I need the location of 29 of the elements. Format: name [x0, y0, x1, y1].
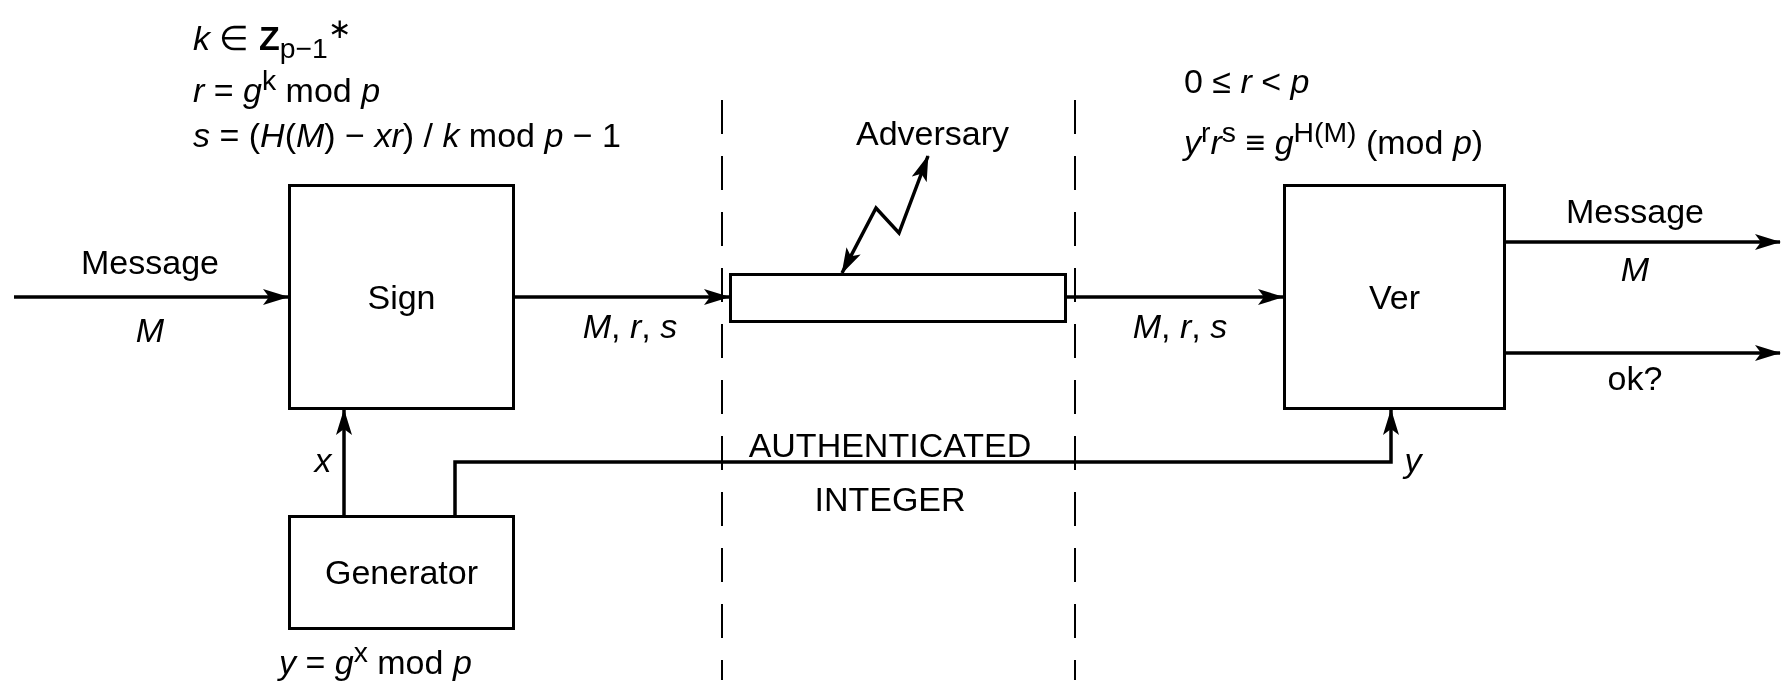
channel-bar [729, 273, 1067, 323]
formula: y = g$^{x}$ mod p [279, 636, 472, 682]
channel-note: AUTHENTICATED INTEGER [747, 425, 1033, 520]
formula: s = (H(M) − xr) / k mod p − 1 [193, 116, 621, 155]
box-label: Generator [324, 553, 479, 592]
adversary-label: Adversary [855, 113, 1010, 153]
edge-label: y [1401, 440, 1424, 480]
box-label: Ver [1368, 277, 1420, 317]
arrow [1067, 289, 1284, 305]
edge-label: Message M [1565, 191, 1705, 290]
box-label: Sign [367, 277, 436, 317]
process-box [288, 184, 515, 410]
edge-label: M, r, s [581, 306, 679, 346]
formula: y$^{r}$r$^{s}$ ≡ g$^{H(M)}$ (mod p) [1184, 116, 1484, 163]
process-box [1283, 184, 1506, 410]
edge-label: Message M [80, 242, 220, 351]
process-box [288, 515, 515, 630]
edge-label: M, r, s [1131, 306, 1229, 346]
arrow [515, 289, 730, 305]
arrow [336, 409, 352, 515]
formula: r = g$^{k}$ mod p [193, 64, 381, 111]
edge-label: ok? [1606, 358, 1664, 398]
edge-label: x [312, 440, 333, 480]
arrow [1506, 345, 1781, 361]
arrow [1506, 234, 1781, 250]
formula: 0 ≤ r < p [1184, 62, 1310, 101]
zigzag-arrow [840, 155, 930, 274]
arrow [453, 409, 1399, 515]
arrow [14, 289, 289, 305]
